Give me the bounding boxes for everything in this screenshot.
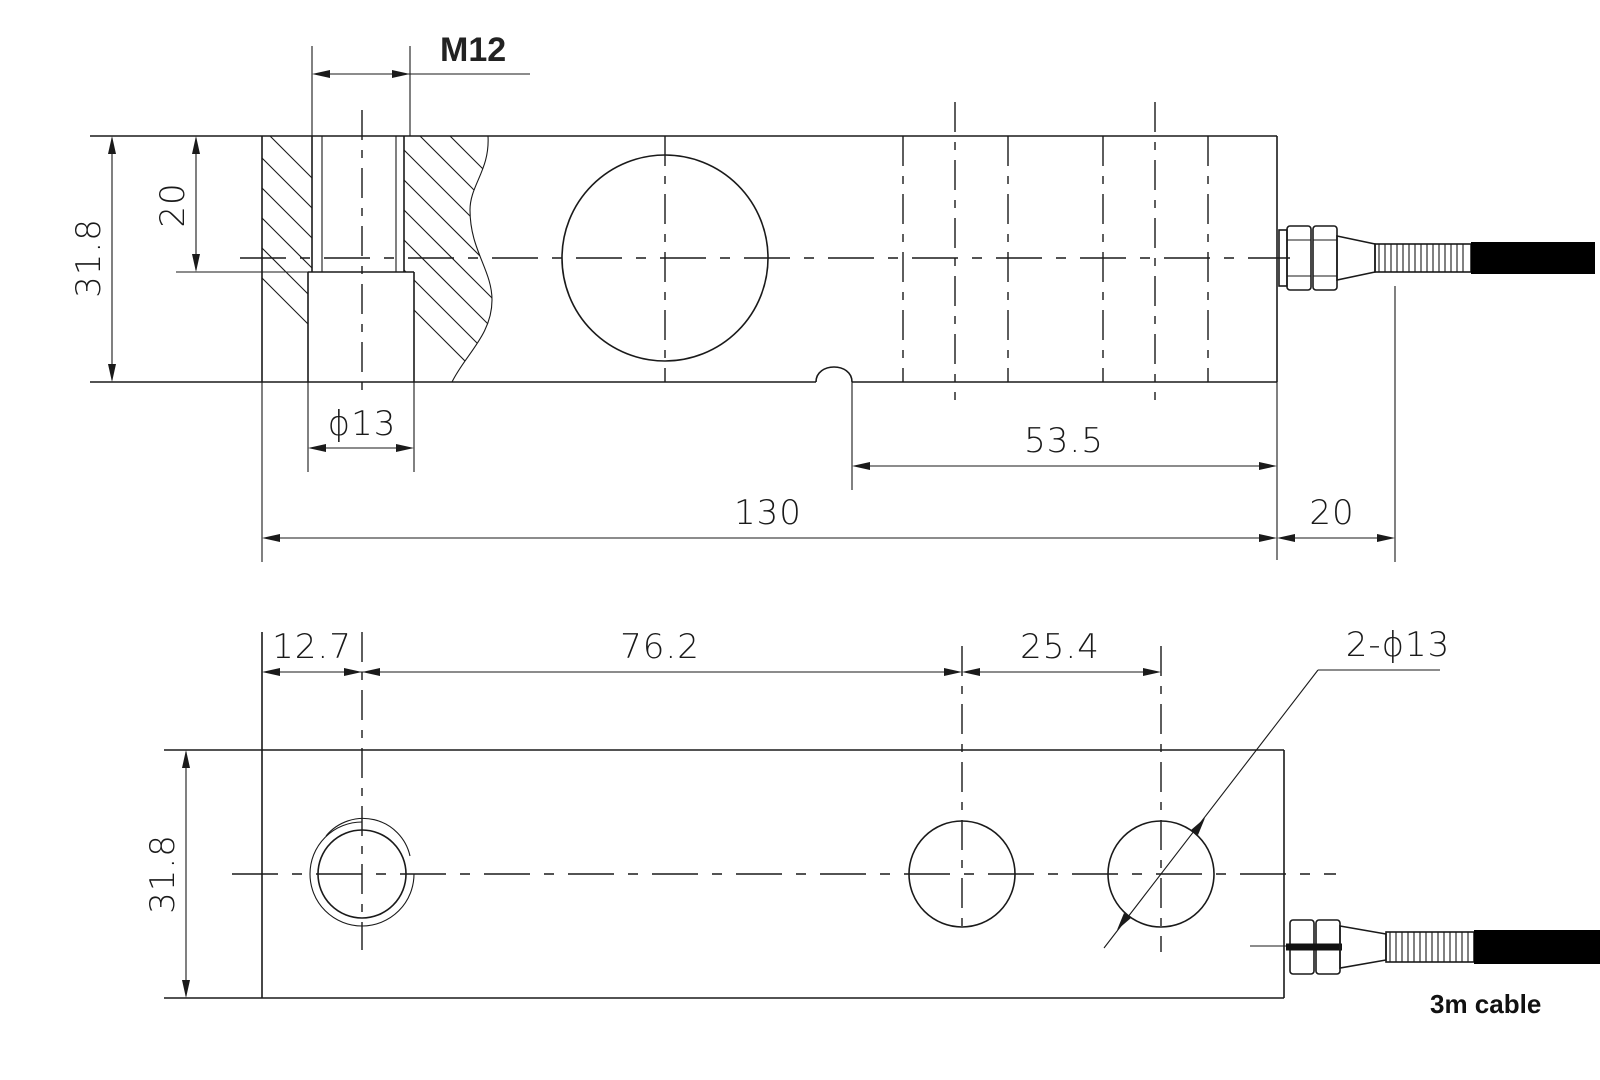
mount-spacing-label: 25.4 bbox=[1020, 627, 1100, 667]
holes-label: 2-ϕ13 bbox=[1346, 625, 1451, 665]
top-height-label: 31.8 bbox=[143, 834, 183, 914]
connector-length-label: 20 bbox=[1309, 493, 1354, 533]
thread-label: M12 bbox=[440, 31, 506, 69]
thread-depth-label: 20 bbox=[153, 182, 193, 227]
threaded-hole-arc-2 bbox=[325, 817, 411, 857]
hatch-left bbox=[262, 136, 312, 382]
hole-spacing-label: 76.2 bbox=[620, 627, 700, 667]
side-cable bbox=[1471, 242, 1595, 274]
length-label: 130 bbox=[734, 493, 802, 533]
top-cable-connector bbox=[1250, 919, 1600, 975]
holes-leader bbox=[1103, 669, 1319, 949]
side-height-label: 31.8 bbox=[69, 218, 109, 298]
bore-label: ϕ13 bbox=[328, 404, 397, 444]
cable-strain-relief-ribs-top bbox=[1389, 932, 1469, 962]
top-cable bbox=[1474, 930, 1600, 964]
end-offset-label: 12.7 bbox=[272, 627, 352, 667]
offset-label: 53.5 bbox=[1024, 421, 1104, 461]
threaded-hole-outer-arc bbox=[309, 821, 415, 927]
cable-length-label: 3m cable bbox=[1430, 989, 1541, 1019]
cable-strain-relief-ribs bbox=[1378, 244, 1464, 272]
top-view: 2-ϕ13 12.7 76.2 25.4 31.8 bbox=[143, 625, 1600, 1019]
side-notch bbox=[815, 366, 853, 383]
hatch-right bbox=[404, 136, 492, 382]
side-cable-connector bbox=[1278, 225, 1595, 291]
break-line bbox=[451, 135, 493, 383]
side-view: M12 31.8 20 ϕ13 53.5 130 bbox=[69, 31, 1595, 562]
